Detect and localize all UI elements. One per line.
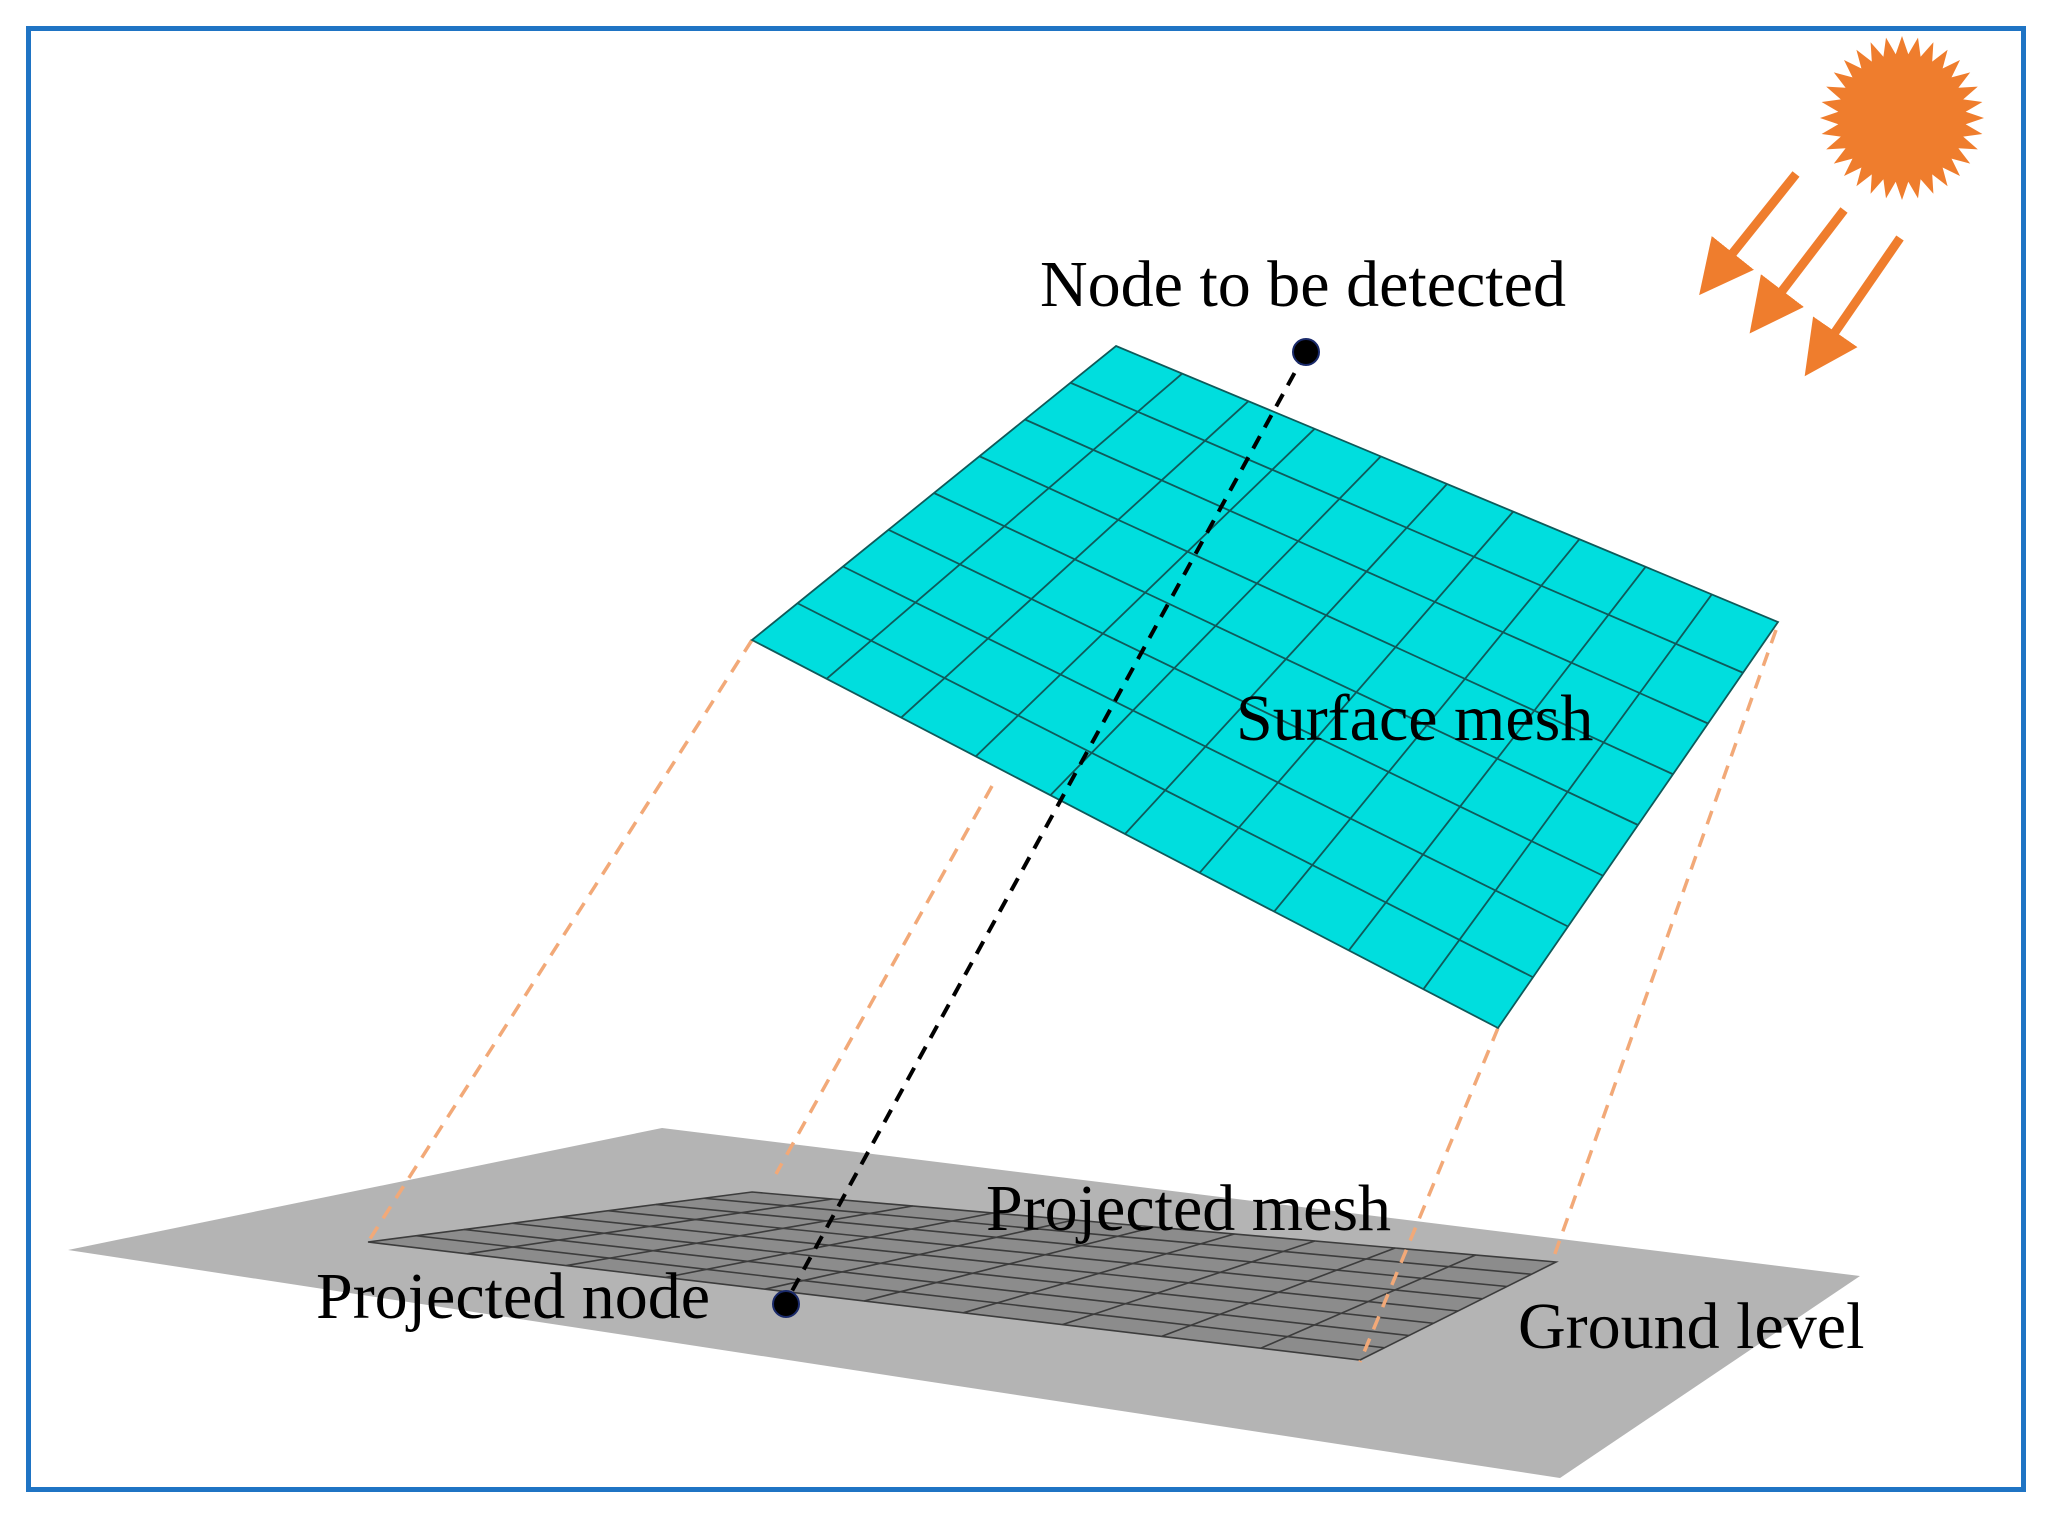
- sun-rays: [1699, 171, 1904, 377]
- surface-mesh-gridline: [979, 455, 1674, 776]
- sun-ray-arrow-icon: [1699, 171, 1800, 296]
- projected-mesh-gridline: [511, 1222, 1434, 1325]
- projected-mesh-gridline: [607, 1209, 1483, 1300]
- projected-node-dot: [772, 1290, 800, 1318]
- projection-line-right: [1550, 629, 1778, 1263]
- projection-line-inner: [774, 785, 994, 1175]
- sun-icon: [1820, 36, 1984, 200]
- sun-ray-arrow-icon: [1804, 235, 1904, 377]
- projected-mesh-gridline: [559, 1216, 1459, 1312]
- node-to-be-detected-dot: [1292, 338, 1320, 366]
- projected-mesh-gridline: [703, 1197, 1532, 1276]
- surface-mesh-gridline: [1024, 418, 1709, 725]
- projected-mesh-gridline: [463, 1228, 1410, 1337]
- projected-mesh-gridline: [415, 1234, 1385, 1349]
- projected-mesh: [367, 1191, 1559, 1361]
- projected-mesh-gridline: [655, 1203, 1508, 1288]
- surface-mesh-gridline: [1070, 381, 1744, 674]
- surface-mesh-gridline: [797, 602, 1534, 979]
- projection-lines: [366, 629, 1778, 1363]
- label-ground-level: Ground level: [1518, 1290, 1864, 1363]
- surface-mesh-outline: [750, 344, 1780, 1030]
- sun-ray-arrow-icon: [1749, 207, 1848, 334]
- surface-mesh-gridline: [842, 565, 1569, 928]
- label-surface-mesh: Surface mesh: [1236, 682, 1593, 755]
- detection-ray: [784, 351, 1308, 1303]
- surface-mesh: [750, 344, 1780, 1030]
- label-projected-node: Projected node: [316, 1260, 710, 1333]
- label-node-to-be-detected: Node to be detected: [1040, 248, 1566, 321]
- surface-mesh-gridline: [888, 528, 1604, 877]
- projection-line-front: [1358, 1027, 1500, 1363]
- surface-mesh-gridline: [933, 492, 1639, 826]
- label-projected-mesh: Projected mesh: [986, 1172, 1391, 1245]
